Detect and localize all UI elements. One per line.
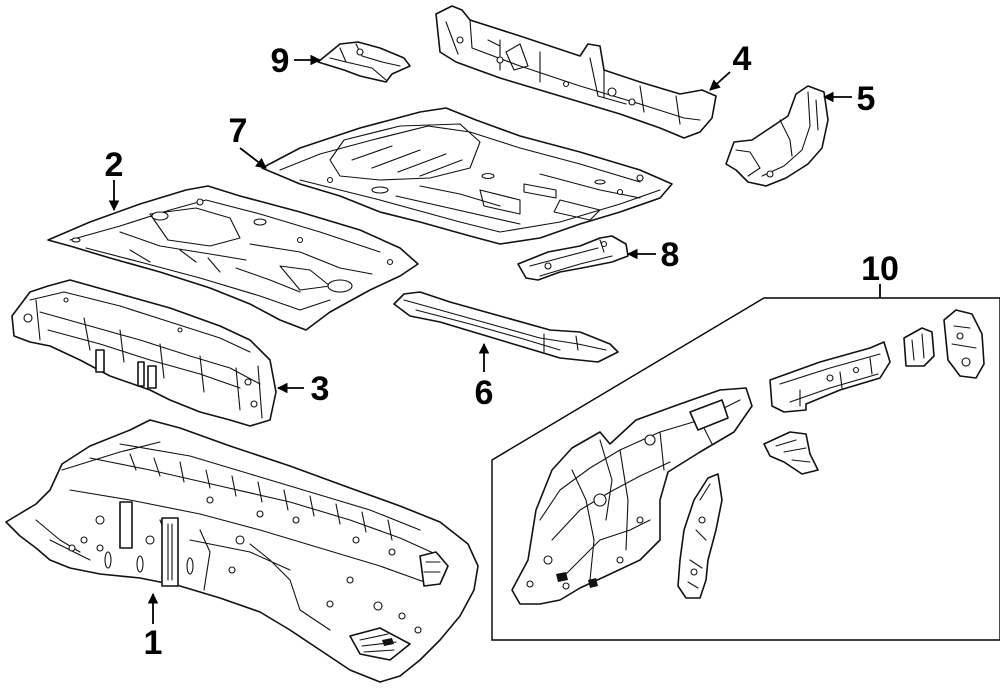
part-10-lower-bracket: [763, 431, 819, 475]
leader-4: [709, 71, 731, 91]
part-1-floor-assembly: [5, 419, 479, 683]
group-10-frame: [491, 297, 1000, 641]
part-10-channel: [769, 341, 891, 413]
part-10-small-bracket: [903, 327, 935, 367]
part-10-side-rail-assembly: [511, 387, 753, 605]
part-6-floor-rail: [393, 291, 619, 363]
part-8-brace: [517, 235, 629, 281]
part-5-rail: [725, 85, 829, 187]
callout-1: 1: [144, 624, 163, 662]
callout-7: 7: [229, 112, 248, 150]
callout-4: 4: [733, 40, 752, 78]
callout-2: 2: [105, 146, 124, 184]
part-2-floor-panel: [47, 185, 419, 331]
callout-5: 5: [857, 80, 876, 118]
part-4-crossmember: [435, 5, 717, 139]
part-10-reinforcement: [677, 473, 723, 599]
part-3-closing-panel: [11, 279, 277, 427]
callout-10: 10: [861, 250, 899, 288]
leader-7: [239, 147, 267, 169]
callout-6: 6: [475, 374, 494, 412]
callout-3: 3: [311, 370, 330, 408]
callout-8: 8: [661, 236, 680, 274]
callout-9: 9: [271, 42, 290, 80]
part-7-floor-pan: [261, 107, 673, 245]
part-9-bracket: [317, 41, 411, 83]
part-10-gusset-plate: [943, 309, 985, 379]
